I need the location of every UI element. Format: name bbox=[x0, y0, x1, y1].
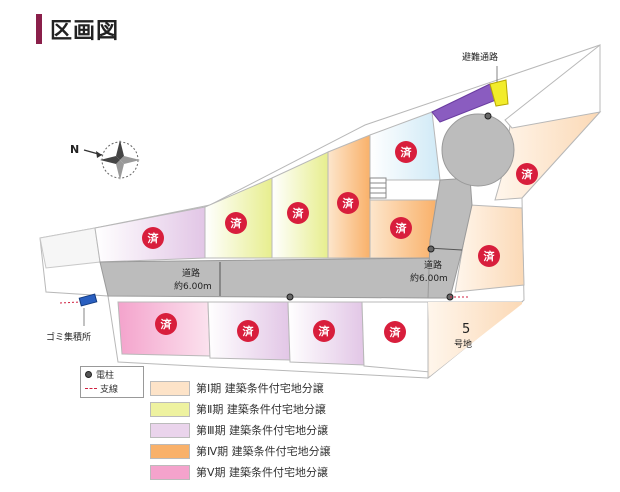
sold-badge-text: 済 bbox=[522, 167, 534, 181]
legend-row-phase2: 第Ⅱ期 建築条件付宅地分譲 bbox=[150, 401, 331, 417]
legend-label-phase3: 第Ⅲ期 建築条件付宅地分譲 bbox=[196, 424, 329, 437]
sold-badge: 済 bbox=[237, 320, 259, 342]
phase-legend: 第Ⅰ期 建築条件付宅地分譲 第Ⅱ期 建築条件付宅地分譲 第Ⅲ期 建築条件付宅地分… bbox=[150, 380, 331, 485]
legend-swatch-phase2 bbox=[150, 401, 190, 417]
sold-badge-text: 済 bbox=[396, 221, 408, 235]
title-accent-bar bbox=[36, 14, 42, 44]
sold-badge-text: 済 bbox=[293, 206, 305, 220]
legend-row-phase3: 第Ⅲ期 建築条件付宅地分譲 bbox=[150, 422, 331, 438]
key-row-pole: 電柱 bbox=[81, 367, 143, 381]
legend-label-phase2: 第Ⅱ期 建築条件付宅地分譲 bbox=[196, 403, 326, 416]
sold-badge: 済 bbox=[155, 313, 177, 335]
sold-badge: 済 bbox=[225, 212, 247, 234]
side-road-width: 約6.00m bbox=[410, 272, 448, 284]
key-pole-label: 電柱 bbox=[96, 370, 115, 381]
evacuation-path-yellow bbox=[489, 79, 509, 107]
sold-badge: 済 bbox=[384, 321, 406, 343]
map-symbol-key: 電柱 支線 bbox=[80, 366, 144, 398]
sold-badge: 済 bbox=[478, 245, 500, 267]
lot-5-suffix: 号地 bbox=[454, 338, 472, 350]
utility-pole bbox=[484, 112, 492, 120]
page-title: 区画図 bbox=[50, 19, 120, 44]
main-road bbox=[99, 257, 433, 299]
utility-pole bbox=[427, 245, 435, 253]
lot-upper-right-white bbox=[504, 43, 601, 129]
key-row-branch: 支線 bbox=[81, 381, 143, 395]
sold-badge-text: 済 bbox=[231, 216, 243, 230]
garbage-station-label: ゴミ集積所 bbox=[46, 331, 91, 343]
legend-swatch-phase3 bbox=[150, 422, 190, 438]
sold-badge-text: 済 bbox=[161, 317, 173, 331]
sold-badge: 済 bbox=[313, 320, 335, 342]
legend-label-phase5: 第Ⅴ期 建築条件付宅地分譲 bbox=[196, 466, 329, 479]
lot-upper-left-strip bbox=[39, 227, 101, 269]
cul-de-sac bbox=[441, 113, 515, 187]
legend-row-phase1: 第Ⅰ期 建築条件付宅地分譲 bbox=[150, 380, 331, 396]
sold-badge-text: 済 bbox=[484, 249, 496, 263]
utility-pole bbox=[286, 293, 294, 301]
sold-badge: 済 bbox=[395, 141, 417, 163]
sold-badge: 済 bbox=[390, 217, 412, 239]
lot-5-number: 5 bbox=[462, 322, 470, 337]
lot-5-body bbox=[428, 302, 522, 376]
garbage-station bbox=[78, 293, 98, 307]
main-road-label: 道路 bbox=[182, 267, 200, 279]
compass-rose-icon bbox=[83, 140, 140, 180]
legend-row-phase4: 第Ⅳ期 建築条件付宅地分譲 bbox=[150, 443, 331, 459]
branch-line bbox=[59, 301, 81, 304]
sold-badge: 済 bbox=[287, 202, 309, 224]
sold-badge: 済 bbox=[516, 163, 538, 185]
legend-row-phase5: 第Ⅴ期 建築条件付宅地分譲 bbox=[150, 464, 331, 480]
sold-badge-text: 済 bbox=[148, 231, 160, 245]
legend-swatch-phase5 bbox=[150, 464, 190, 480]
key-branch-label: 支線 bbox=[100, 384, 119, 395]
branch-line-icon bbox=[85, 387, 97, 389]
legend-swatch-phase1 bbox=[150, 380, 190, 396]
utility-pole-icon bbox=[85, 370, 92, 378]
legend-swatch-phase4 bbox=[150, 443, 190, 459]
sold-badge-text: 済 bbox=[243, 324, 255, 338]
side-road-label: 道路 bbox=[424, 259, 442, 271]
evacuation-path-label: 避難通路 bbox=[462, 51, 498, 63]
sold-badge: 済 bbox=[142, 227, 164, 249]
sold-badge-text: 済 bbox=[401, 145, 413, 159]
sold-badge-text: 済 bbox=[343, 196, 355, 210]
sold-badge-text: 済 bbox=[390, 325, 402, 339]
stairs-area bbox=[369, 177, 387, 199]
legend-label-phase4: 第Ⅳ期 建築条件付宅地分譲 bbox=[196, 445, 331, 458]
sold-badge-text: 済 bbox=[319, 324, 331, 338]
sold-badge: 済 bbox=[337, 192, 359, 214]
compass-north-label: N bbox=[70, 143, 79, 156]
main-road-width: 約6.00m bbox=[174, 280, 212, 292]
legend-label-phase1: 第Ⅰ期 建築条件付宅地分譲 bbox=[196, 382, 324, 395]
